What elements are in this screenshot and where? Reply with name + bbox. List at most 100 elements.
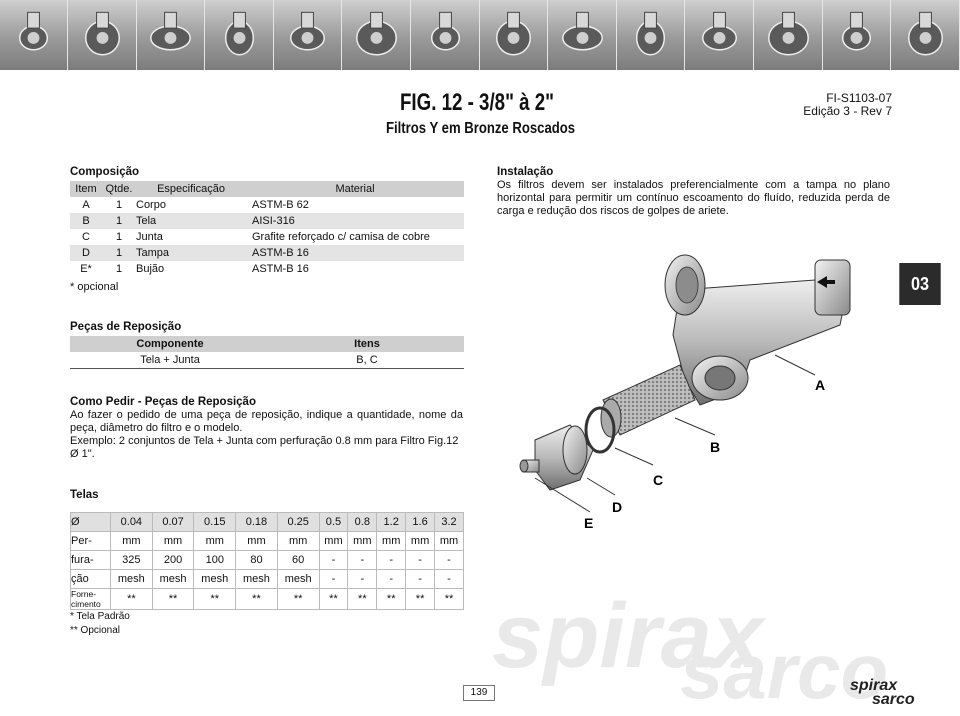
screens-cell: 200	[151, 550, 195, 570]
screens-cell: mm	[276, 531, 320, 551]
screens-cell: mesh	[151, 569, 195, 589]
page-number: 139	[463, 685, 495, 701]
screens-row-label: Forne-cimento	[70, 588, 111, 610]
screens-cell: 60	[276, 550, 320, 570]
material-cell: ASTM-B 16	[246, 245, 464, 261]
label-c: C	[653, 472, 663, 488]
screens-cell: **	[276, 588, 320, 610]
spec-cell: Junta	[136, 231, 163, 243]
spare-items: B, C	[356, 353, 378, 366]
screens-cell: -	[347, 569, 378, 589]
screens-cell: 1.2	[376, 512, 407, 532]
screens-row-label: fura-	[70, 550, 111, 570]
composition-footnote: * opcional	[70, 281, 119, 293]
screens-note-1: * Tela Padrão	[70, 611, 130, 622]
ordering-title: Como Pedir - Peças de Reposição	[70, 396, 256, 408]
screens-cell: **	[434, 588, 464, 610]
screens-cell: **	[376, 588, 407, 610]
screens-cell: **	[318, 588, 349, 610]
screens-cell: -	[347, 550, 378, 570]
material-cell: ASTM-B 62	[252, 199, 309, 211]
screens-cell: 0.8	[347, 512, 378, 532]
product-thumbnail	[137, 0, 206, 70]
col-spec: Especificação	[136, 181, 246, 197]
screens-cell: **	[235, 588, 278, 610]
screens-cell: mm	[110, 531, 153, 551]
screens-cell: mm	[434, 531, 464, 551]
ordering-text-2: Exemplo: 2 conjuntos de Tela + Junta com…	[70, 435, 459, 460]
screens-cell: mesh	[235, 569, 278, 589]
section-tab: 03	[899, 263, 941, 305]
screens-cell: -	[434, 550, 464, 570]
logo-spirax: spirax	[850, 677, 898, 694]
screens-cell: mm	[318, 531, 349, 551]
spirax-sarco-logo: spirax sarco	[850, 677, 915, 708]
spare-parts-title: Peças de Reposição	[70, 321, 182, 333]
screens-cell: -	[318, 569, 349, 589]
screens-row: Forne-cimento********************	[70, 588, 464, 610]
body-part-a	[664, 254, 851, 406]
material-cell: ASTM-B 16	[252, 263, 309, 275]
logo-sarco: sarco	[872, 691, 915, 708]
ordering-text-1: Ao fazer o pedido de uma peça de reposiç…	[70, 409, 463, 434]
document-code: FI-S1103-07 Edição 3 - Rev 7	[803, 92, 892, 118]
label-e: E	[584, 515, 593, 531]
screens-cell: mesh	[276, 569, 320, 589]
watermark-spirax: spirax	[492, 585, 764, 687]
label-b: B	[710, 439, 720, 455]
material-cell: Grafite reforçado c/ camisa de cobre	[252, 231, 430, 243]
screens-row-label: Per-	[70, 531, 111, 551]
item-cell: D	[70, 245, 102, 261]
screens-cell: **	[405, 588, 436, 610]
composition-title: Composição	[70, 166, 140, 178]
composition-row: A 1 Corpo ASTM-B 62	[70, 197, 464, 213]
screens-cell: 0.07	[151, 512, 195, 532]
screens-cell: mm	[151, 531, 195, 551]
spec-cell: Corpo	[136, 199, 166, 211]
screens-row-label: Ø	[70, 512, 111, 532]
item-cell: A	[82, 199, 90, 211]
doc-code-text: FI-S1103-07	[826, 91, 892, 105]
qty-cell: 1	[102, 213, 136, 229]
qty-cell: 1	[115, 199, 123, 211]
screens-cell: -	[376, 550, 407, 570]
screens-cell: -	[376, 569, 407, 589]
screens-cell: mesh	[193, 569, 237, 589]
screens-cell: mesh	[110, 569, 153, 589]
qty-cell: 1	[102, 245, 136, 261]
item-cell: E*	[80, 263, 92, 275]
screens-cell: -	[405, 550, 436, 570]
cap-part-d	[534, 424, 594, 491]
spec-cell: Tampa	[136, 245, 246, 261]
spare-parts-row: Tela + Junta B, C	[70, 352, 464, 368]
screens-cell: -	[318, 550, 349, 570]
screens-cell: 0.5	[318, 512, 349, 532]
screens-cell: mm	[376, 531, 407, 551]
screens-cell: **	[347, 588, 378, 610]
screens-cell: mm	[193, 531, 237, 551]
screens-cell: mm	[405, 531, 436, 551]
product-thumbnail	[274, 0, 343, 70]
label-a: A	[815, 377, 825, 393]
screens-cell: mm	[235, 531, 278, 551]
screens-cell: 0.15	[193, 512, 237, 532]
screens-cell: -	[434, 569, 464, 589]
product-thumbnail	[412, 0, 480, 70]
product-banner	[0, 0, 960, 70]
screens-note-2: ** Opcional	[70, 625, 121, 636]
item-cell: C	[82, 231, 90, 243]
screens-cell: 0.18	[235, 512, 278, 532]
screens-cell: 80	[235, 550, 278, 570]
exploded-strainer-diagram: A B C D E	[519, 254, 851, 531]
col-qty: Qtde.	[102, 181, 136, 197]
spare-component: Tela + Junta	[140, 353, 200, 366]
